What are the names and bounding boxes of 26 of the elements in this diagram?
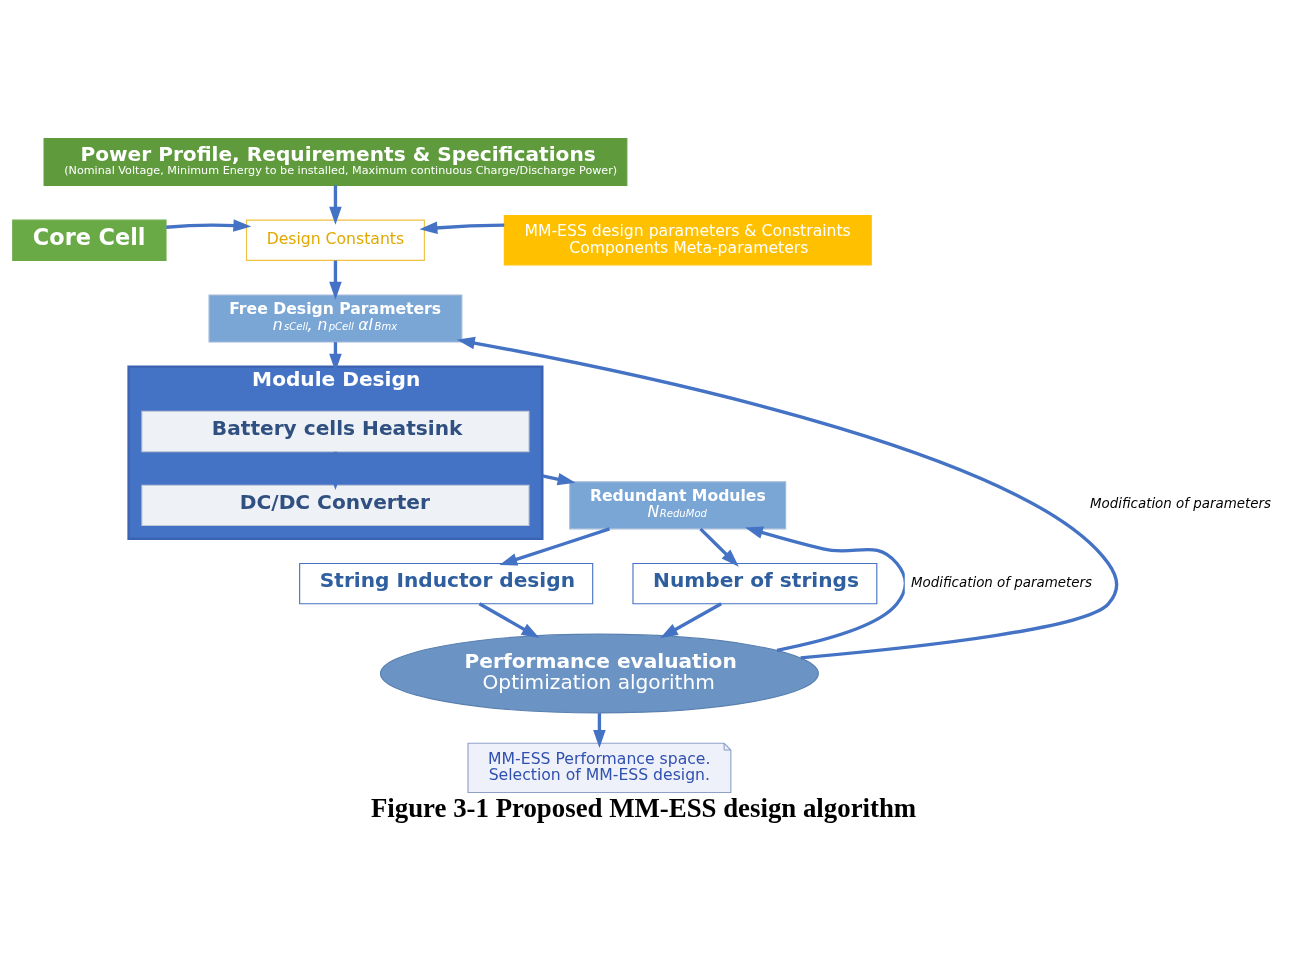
- node-box: Free Design Parameters nsCell, npCell αIBmx: [208, 294, 463, 343]
- node-box: Battery cells Heatsink: [141, 410, 530, 453]
- node-box: Power Profile, Requirements & Specifications (Nominal Voltage, Minimum Energy to be installed, Maximum continuous Charge/Discharge Power): [43, 137, 628, 186]
- arrow: [456, 336, 1119, 660]
- node-box: DC/DC Converter: [141, 484, 530, 527]
- arrow: [660, 602, 722, 639]
- arrow: [744, 526, 907, 652]
- edge-label: Modification of parameters: [1089, 496, 1272, 512]
- node-box: Design Constants: [245, 219, 425, 261]
- arrow: [478, 602, 540, 639]
- node-box: Redundant Modules NReduMod: [569, 481, 787, 530]
- arrow: [419, 221, 505, 235]
- arrow: [329, 260, 342, 300]
- arrow: [166, 219, 252, 232]
- caption: Figure 3-1 Proposed MM-ESS design algorithm: [370, 793, 917, 824]
- node-ellipse: Performance evaluation Optimization algorithm: [379, 633, 819, 714]
- arrow: [499, 527, 611, 566]
- arrow: [542, 473, 576, 486]
- node-box: Core Cell: [12, 219, 167, 261]
- arrow: [593, 713, 606, 748]
- node-box: String Inductor design: [299, 562, 594, 605]
- node-box: MM-ESS design parameters & Constraints Components Meta-parameters: [503, 215, 872, 266]
- edge-label: Modification of parameters: [910, 574, 1093, 590]
- node-box: Number of strings: [632, 562, 878, 605]
- arrow: [329, 185, 342, 225]
- arrow: [699, 527, 739, 567]
